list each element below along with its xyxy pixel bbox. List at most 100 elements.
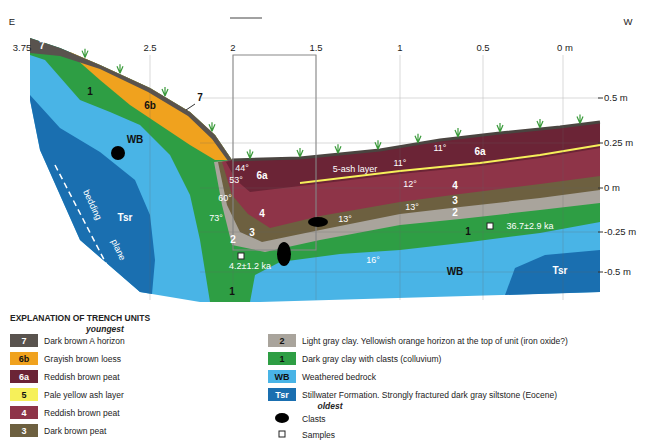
unit-4-peat [222, 122, 600, 228]
unit-label: 3 [452, 196, 458, 206]
clast [111, 146, 125, 160]
sample-square [487, 223, 493, 229]
swatch-number: 1 [279, 354, 284, 363]
plant-symbol [162, 87, 168, 96]
axis-label: 2 [230, 43, 235, 53]
axis-label: 1 [397, 43, 402, 53]
detail-box [233, 55, 316, 250]
unit-label: 1 [229, 287, 235, 297]
plant-symbol [415, 134, 421, 143]
leader-line [186, 104, 195, 110]
axis-label: 0.25 m [604, 138, 633, 148]
swatch-number: 3 [21, 426, 26, 435]
plant-symbol [297, 148, 303, 157]
legend-text: Reddish brown peat [44, 408, 120, 417]
legend-text: Light gray clay. Yellowish orange horizo… [302, 336, 568, 345]
legend-note: oldest [317, 402, 342, 411]
unit-label: 7 [39, 41, 45, 51]
legend-text: Samples [302, 430, 335, 439]
axis-label: 1.5 [309, 43, 322, 53]
legend-text: Clasts [302, 414, 326, 423]
axis-label: -0.5 m [604, 267, 631, 277]
legend-text: Dark brown peat [44, 426, 106, 435]
legend-text: Stillwater Formation. Strongly fractured… [302, 390, 557, 399]
plant-symbol [82, 49, 88, 58]
angle-label: 12° [403, 180, 417, 189]
angle-label: 11° [394, 159, 407, 168]
unit-label: Tsr [553, 266, 568, 276]
swatch-number: Tsr [275, 390, 288, 399]
age-label: 4.2±1.2 ka [229, 262, 271, 271]
axis-ticks [598, 98, 603, 272]
plant-symbol [375, 140, 381, 149]
sample-square [238, 253, 244, 259]
axis-label: 2.5 [143, 43, 156, 53]
surface-a-horizon [232, 122, 600, 160]
legend-heading: EXPLANATION OF TRENCH UNITS [10, 314, 150, 323]
plant-symbol [455, 128, 461, 137]
plant-symbol [497, 123, 503, 132]
scale-mark [230, 18, 262, 19]
unit-6a-peat [226, 122, 600, 192]
unit-6b-loess [70, 52, 232, 160]
axis-label: 0.5 m [604, 93, 628, 103]
swatch-number: 7 [21, 336, 26, 345]
legend-text: Pale yellow ash layer [44, 390, 124, 399]
axis-label: 0 m [604, 183, 620, 193]
unit-label: 1 [465, 227, 471, 237]
colluvium [30, 38, 600, 302]
grid [150, 55, 600, 300]
angle-label: 16° [366, 256, 380, 265]
unit-label: 4 [452, 181, 458, 191]
bedding-plane [55, 165, 112, 275]
axis-label: -0.25 m [604, 227, 636, 237]
plant-symbol [117, 64, 123, 73]
swatch-number: 6b [19, 354, 30, 363]
stillwater-formation [30, 95, 155, 294]
unit-7-a-horizon [30, 38, 232, 161]
clast-sample [275, 413, 289, 423]
axis-label: 0.5 [476, 43, 489, 53]
unit-2-clay [214, 122, 600, 252]
axis-label: 0 m [557, 43, 573, 53]
direction-label: W [624, 17, 633, 27]
age-label: 36.7±2.9 ka [507, 222, 554, 231]
legend-text: Grayish brown loess [44, 354, 121, 363]
plant-symbol [537, 119, 543, 128]
angle-label: 11° [434, 144, 447, 153]
unit-label: Tsr [118, 213, 133, 223]
unit-label: 2 [452, 208, 458, 218]
angle-label: 73° [209, 214, 223, 223]
legend-note: youngest [86, 325, 124, 334]
unit-3-peat [218, 122, 600, 242]
swatch-number: WB [275, 372, 290, 381]
unit-label: 6b [144, 101, 156, 111]
unit-label: 3 [249, 228, 255, 238]
unit-label: 6a [256, 171, 267, 181]
unit-label: 7 [197, 93, 203, 103]
legend-text: Reddish brown peat [44, 372, 120, 381]
unit-label: 2 [230, 235, 236, 245]
angle-label: 53° [229, 176, 243, 185]
legend-text: Dark brown A horizon [44, 336, 125, 345]
layer-label: 5-ash layer [333, 165, 378, 174]
unit-label: 4 [259, 209, 265, 219]
angle-label: 44° [235, 164, 249, 173]
ash-layer [300, 145, 600, 183]
unit-label: WB [127, 135, 144, 145]
weathered-bedrock [30, 38, 600, 302]
angle-label: 13° [338, 215, 352, 224]
swatch-number: 4 [21, 408, 26, 417]
swatch-number: 2 [279, 336, 284, 345]
plant-symbol [577, 115, 583, 124]
axis-label: 3.75 [13, 43, 32, 53]
unit-label: 1 [87, 87, 93, 97]
clast [277, 242, 291, 266]
unit-label: WB [447, 267, 464, 277]
clast [308, 217, 328, 227]
angle-label: 60° [218, 194, 232, 203]
legend-text: Weathered bedrock [302, 372, 376, 381]
swatch-number: 6a [19, 372, 29, 381]
direction-label: E [9, 17, 15, 27]
